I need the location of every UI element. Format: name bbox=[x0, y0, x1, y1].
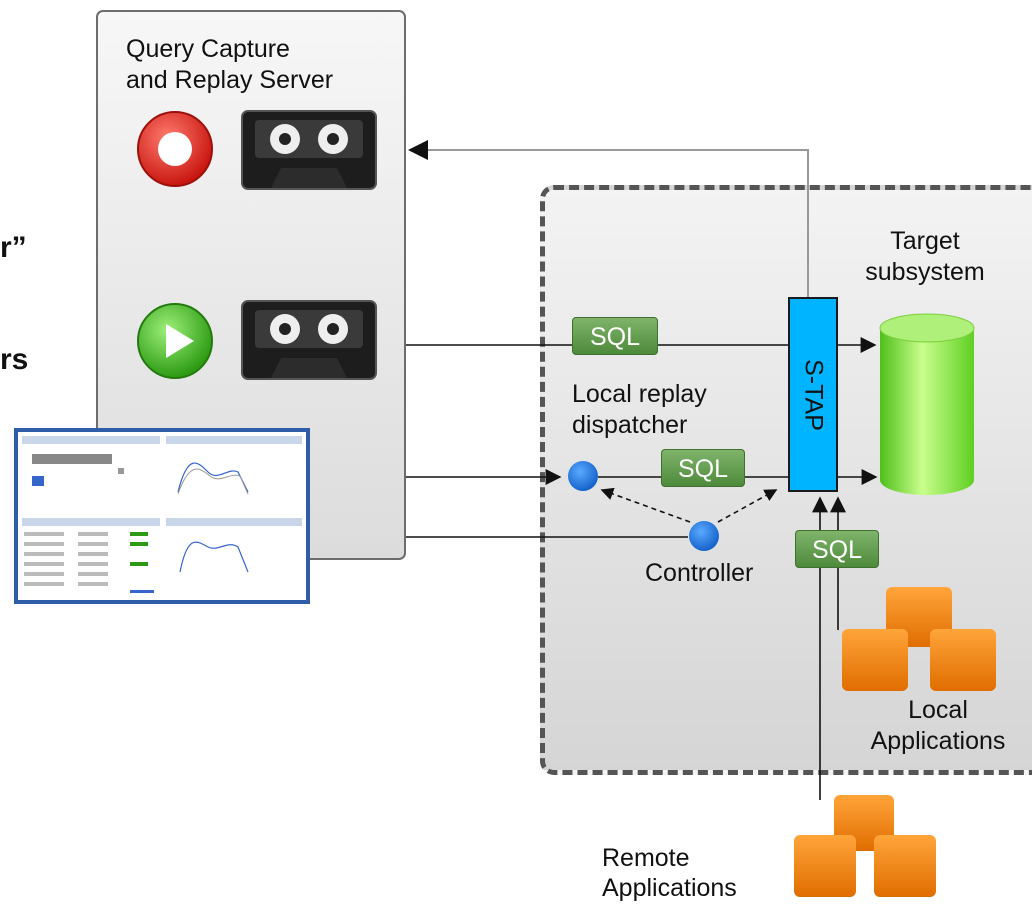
controller-to-dispatcher-line bbox=[600, 487, 691, 523]
record-icon bbox=[137, 111, 213, 187]
local-apps-label: Local Applications bbox=[858, 695, 1018, 757]
cassette-icon bbox=[241, 110, 377, 190]
left-fragment-2: rs bbox=[0, 343, 29, 376]
sql-badge-dispatch: SQL bbox=[661, 449, 745, 487]
target-title: Target subsystem bbox=[850, 226, 1000, 288]
app-cubes-icon bbox=[842, 587, 996, 691]
dispatcher-label-line2: dispatcher bbox=[572, 411, 688, 439]
controller-to-stap-line bbox=[717, 489, 778, 523]
dispatcher-label-line1: Local replay bbox=[572, 380, 707, 408]
target-title-line1: Target bbox=[890, 227, 960, 255]
sql-badge-local: SQL bbox=[795, 530, 879, 568]
app-cubes-icon bbox=[794, 795, 936, 897]
stap-label: S-TAP bbox=[799, 358, 828, 431]
report-thumbnail bbox=[14, 428, 310, 604]
server-title: Query Capture and Replay Server bbox=[126, 34, 396, 96]
dispatcher-label: Local replay dispatcher bbox=[572, 379, 707, 441]
cassette-icon bbox=[241, 300, 377, 380]
remote-apps-label-line1: Remote bbox=[602, 844, 690, 872]
remote-apps-label-line2: Applications bbox=[602, 874, 737, 902]
cylinder-icon bbox=[879, 313, 975, 495]
left-fragment-1: r” bbox=[0, 231, 27, 264]
server-title-line1: Query Capture bbox=[126, 35, 290, 63]
controller-node bbox=[689, 521, 719, 551]
remote-apps-label: Remote Applications bbox=[602, 843, 737, 903]
report-icon bbox=[22, 436, 302, 593]
stap-box: S-TAP bbox=[788, 297, 838, 492]
server-title-line2: and Replay Server bbox=[126, 66, 334, 94]
local-apps-label-line2: Applications bbox=[870, 727, 1006, 755]
dispatcher-node bbox=[568, 461, 598, 491]
sql-badge-replay: SQL bbox=[572, 317, 658, 355]
local-apps-label-line1: Local bbox=[908, 696, 968, 724]
controller-label: Controller bbox=[645, 559, 754, 587]
capture-line bbox=[408, 140, 809, 297]
target-title-line2: subsystem bbox=[865, 258, 985, 286]
play-icon bbox=[137, 303, 213, 379]
